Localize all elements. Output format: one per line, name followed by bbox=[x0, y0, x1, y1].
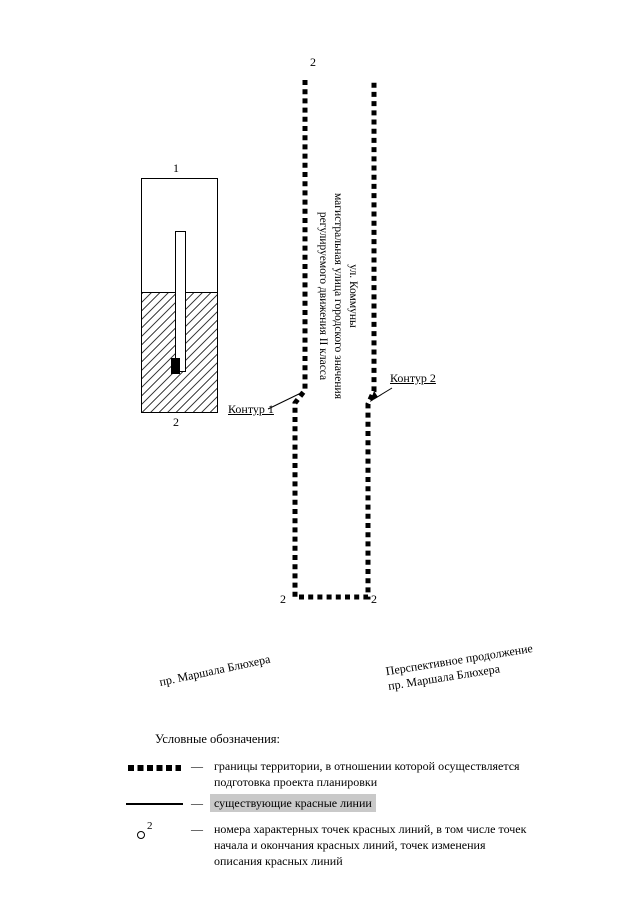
street-caption-vertical: ул. Коммуны магистральная улица городско… bbox=[312, 156, 360, 436]
legend-point-number: 2 bbox=[147, 820, 153, 832]
legend-points-text-line2: начала и окончания красных линий, точек … bbox=[214, 838, 486, 852]
legend-separator-2: — bbox=[191, 796, 203, 810]
point-label-top: 2 bbox=[310, 55, 316, 69]
legend-separator-3: — bbox=[191, 822, 203, 836]
street-class-line1: магистральная улица городского значения bbox=[332, 192, 344, 400]
mast-symbol bbox=[175, 231, 186, 372]
point-label-bottom-left: 2 bbox=[280, 592, 286, 606]
legend-title: Условные обозначения: bbox=[155, 732, 281, 746]
block-label-top: 1 bbox=[173, 161, 179, 175]
legend-separator-1: — bbox=[191, 759, 203, 773]
contour2-label: Контур 2 bbox=[390, 371, 436, 385]
legend-item-boundary: границы территории, в отношении которой … bbox=[214, 758, 564, 790]
territory-boundary-contour bbox=[292, 80, 377, 600]
legend-points-text-line1: номера характерных точек красных линий, … bbox=[214, 822, 527, 836]
legend-boundary-text-line2: подготовка проекта планировки bbox=[214, 775, 378, 789]
mast-base-symbol bbox=[171, 358, 180, 374]
legend-point-circle-icon bbox=[137, 831, 145, 839]
contour2-arrowhead-icon bbox=[370, 391, 378, 402]
legend-redline-symbol-icon bbox=[126, 803, 183, 805]
legend-boundary-symbol-icon bbox=[128, 765, 181, 771]
legend-points-text-line3: описания красных линий bbox=[214, 854, 343, 868]
block-label-bottom: 2 bbox=[173, 415, 179, 429]
legend-redlines-text: существующие красные линии bbox=[210, 794, 376, 812]
street-class-line2: регулируемого движения II класса bbox=[317, 211, 329, 381]
legend-item-redlines: существующие красные линии bbox=[210, 794, 376, 812]
point-label-bottom-right: 2 bbox=[371, 592, 377, 606]
street-name-kommuny: ул. Коммуны bbox=[347, 264, 359, 328]
contour1-label: Контур 1 bbox=[228, 402, 274, 416]
legend-item-points: номера характерных точек красных линий, … bbox=[214, 821, 584, 869]
contour1-leader-line bbox=[267, 391, 304, 410]
legend-boundary-text-line1: границы территории, в отношении которой … bbox=[214, 759, 520, 773]
